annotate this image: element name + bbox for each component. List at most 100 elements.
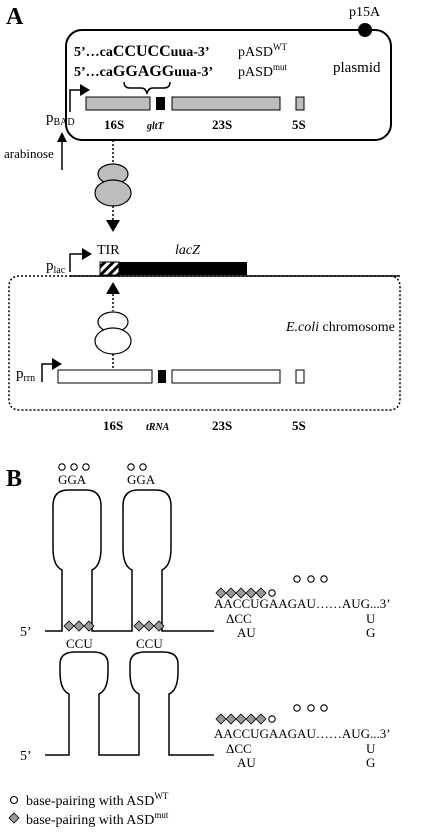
legend-mut-text: base-pairing with ASDmut: [26, 810, 169, 828]
plasmid-label: plasmid: [333, 60, 381, 76]
sequence-text: AACCUGAAGAU……AUG...3’: [214, 596, 391, 611]
prrn-promoter-arrow: [41, 363, 54, 382]
arabinose-label: arabinose: [4, 146, 54, 161]
wt-pairing-circle: [70, 463, 78, 471]
chromosome-trna-label: tRNA: [146, 422, 170, 433]
five-prime-label: 5’: [20, 749, 32, 764]
mut-pairing-diamond: [255, 713, 267, 725]
plasmid-23s-label: 23S: [212, 117, 232, 132]
mut-pairing-diamond: [235, 713, 247, 725]
legend-diamond-icon: [8, 812, 20, 824]
wt-pairing-circle: [320, 704, 328, 712]
plasmid-box: [65, 29, 392, 141]
wt-pairing-circle: [320, 575, 328, 583]
mut-pairing-diamond: [215, 713, 227, 725]
mut-pairing-diamond: [235, 587, 247, 599]
sequence-text: AACCUGAAGAU……AUG...3’: [214, 726, 391, 741]
legend-wt-text: base-pairing with ASDWT: [26, 791, 169, 809]
au-label: AU: [237, 755, 256, 770]
wt-pairing-circle: [82, 463, 90, 471]
wt-pairing-circle: [293, 575, 301, 583]
chromosome-23s-label: 23S: [212, 418, 232, 433]
mut-pairing-diamond: [225, 713, 237, 725]
plasmid-23s-gene: [171, 96, 281, 111]
seq-wt-label: pASDWT: [238, 42, 288, 60]
wt-pairing-circle: [307, 575, 315, 583]
loop-label-1: CCU: [66, 636, 93, 651]
mut-pairing-diamond: [245, 587, 257, 599]
prrn-label: prrn: [16, 366, 35, 384]
pbad-label: pBAD: [46, 110, 75, 128]
mut-pairing-diamond: [153, 620, 165, 632]
tir-label: TIR: [97, 243, 120, 258]
wt-pairing-circle: [268, 715, 276, 723]
loop-label-2: GGA: [127, 472, 156, 487]
stem-loop-backbone: [45, 489, 214, 632]
chromosome-5s-gene: [295, 369, 305, 384]
stem-loop-backbone: [45, 651, 214, 756]
chromosome-23s-gene: [171, 369, 281, 384]
construct-2: CCU CCU 5’ AACCUGAAGAU……AUG...3’ ΔCC AU …: [20, 620, 391, 770]
loop-label-1: GGA: [58, 472, 87, 487]
seq-mut-label: pASDmut: [238, 62, 288, 80]
u-label: U: [366, 741, 376, 756]
plasmid-16s-label: 16S: [104, 117, 124, 132]
g-label: G: [366, 755, 375, 770]
legend-circle-icon: [9, 795, 19, 805]
delta-cc-label: ΔCC: [226, 741, 252, 756]
mut-pairing-diamond: [83, 620, 95, 632]
p15a-origin-marker: [358, 23, 372, 37]
ribosome-gray-large-subunit: [94, 179, 132, 207]
chromosome-trna-gene: [158, 370, 166, 383]
mut-pairing-diamond: [143, 620, 155, 632]
legend: base-pairing with ASDWT base-pairing wit…: [8, 791, 169, 828]
p15a-label: p15A: [349, 5, 381, 20]
chromosome-5s-label: 5S: [292, 418, 306, 433]
seq-mut: 5’…caGGAGGuua-3’: [74, 63, 213, 80]
wt-pairing-circle: [268, 589, 276, 597]
mut-pairing-diamond: [215, 587, 227, 599]
ribosome-gray-arrowhead: [106, 220, 120, 232]
plasmid-5s-gene: [295, 96, 305, 111]
plac-label: plac: [46, 258, 66, 276]
five-prime-label: 5’: [20, 625, 32, 640]
plasmid-16s-gene: [85, 96, 151, 111]
panel-b-label: B: [6, 466, 22, 492]
construct-1: GGA GGA 5’ AACCUGAAGAU……AUG...3’ ΔCC AU …: [20, 463, 391, 640]
wt-pairing-circle: [293, 704, 301, 712]
mut-pairing-diamond: [133, 620, 145, 632]
mut-pairing-diamond: [63, 620, 75, 632]
u-label: U: [366, 611, 376, 626]
pbad-promoter-arrow: [69, 89, 82, 112]
prrn-arrowhead: [52, 358, 62, 370]
plasmid-gltt-label: gltT: [146, 121, 165, 132]
chromosome-16s-label: 16S: [103, 418, 123, 433]
chromosome-label: E.coli chromosome: [285, 320, 395, 335]
wt-pairing-circle: [307, 704, 315, 712]
chromosome-dotted-outline: [8, 275, 401, 411]
lacz-label: lacZ: [175, 243, 200, 258]
sequence-brace: [123, 81, 171, 95]
wt-pairing-circle: [127, 463, 135, 471]
mut-pairing-diamond: [225, 587, 237, 599]
plasmid-gltt-gene: [156, 97, 165, 110]
lacz-gene: [119, 262, 247, 275]
pbad-arrowhead: [80, 84, 90, 96]
tir-hatched-box: [99, 261, 120, 276]
wt-pairing-circle: [139, 463, 147, 471]
plac-promoter-arrow: [69, 253, 84, 272]
panel-a-label: A: [6, 4, 24, 30]
ribosome-white-large-subunit: [94, 327, 132, 355]
delta-cc-label: ΔCC: [226, 611, 252, 626]
ribosome-white-arrowhead: [106, 282, 120, 294]
plasmid-5s-label: 5S: [292, 117, 306, 132]
g-label: G: [366, 625, 375, 640]
chromosome-16s-gene: [57, 369, 153, 384]
arabinose-arrowhead: [57, 132, 67, 142]
mut-pairing-diamond: [245, 713, 257, 725]
mut-pairing-diamond: [73, 620, 85, 632]
mut-pairing-diamond: [255, 587, 267, 599]
seq-wt: 5’…caCCUCCuua-3’: [74, 43, 210, 60]
loop-label-2: CCU: [136, 636, 163, 651]
